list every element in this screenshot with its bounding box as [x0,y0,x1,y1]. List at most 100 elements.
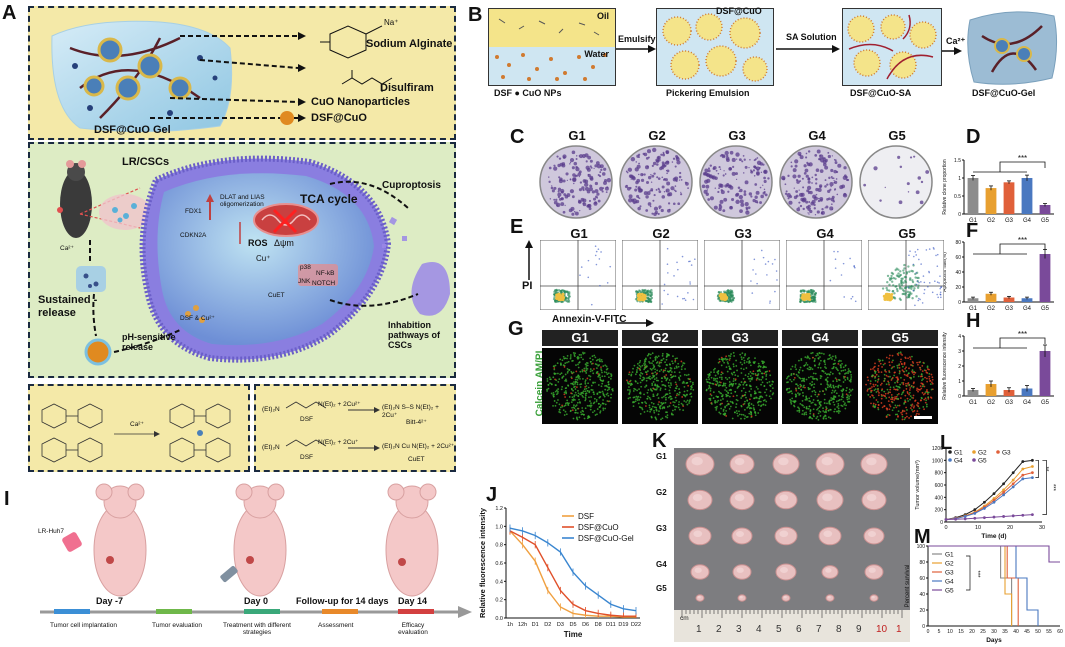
spheroid-cell [757,404,760,407]
spheroid-cell [671,376,673,379]
series-point [963,515,967,518]
spheroid-cell [814,393,817,396]
spheroid-cell [589,357,592,360]
spheroid-cell [817,399,820,402]
spheroid-cell [883,379,886,382]
spheroid-cell [575,386,578,389]
spheroid-cell [877,369,879,372]
spheroid-cell [808,368,810,371]
colony [651,212,654,215]
spheroid-cell [564,362,567,365]
spheroid-cell [849,371,852,374]
colony [750,170,754,174]
spheroid-cell [661,354,664,357]
spheroid-cell [731,384,734,386]
spheroid-cell [931,376,934,379]
spheroid-cell [661,417,664,420]
inhibition-label: Inhabition pathways of CSCs [388,320,441,350]
colony [732,165,735,168]
flow-plot-g4 [786,240,862,310]
spheroid-cell [549,378,552,381]
spheroid-cell [897,392,900,395]
event-scatter [753,258,756,261]
spheroid-cell [917,402,920,405]
colony [715,169,718,172]
colony [577,172,582,176]
spheroid-cell [888,383,890,386]
bar-g4 [1021,298,1033,302]
spheroid-cell [823,360,825,363]
spheroid-cell [586,417,589,420]
event-scatter [919,298,921,301]
spheroid-cell [906,397,909,400]
event-scatter [775,270,778,272]
spheroid-cell [840,370,843,372]
spheroid-cell [678,391,681,394]
spheroid-cell [604,407,607,410]
day-minus-7: Day -7 [96,596,124,606]
y-tick-label: 20 [919,608,925,614]
spheroid-cell [890,394,893,396]
colony [824,165,829,170]
spheroid-cell [793,376,796,379]
spheroid-cell [718,376,721,379]
spheroid-cell [801,369,804,372]
spheroid-cell [872,402,875,405]
spheroid-cell [586,364,589,367]
colony [661,195,666,199]
spheroid-cell [758,364,761,367]
spheroid-cell [546,388,548,391]
spheroid-cell [646,377,648,379]
colony [647,202,652,206]
spheroid-cell [817,412,820,415]
spheroid-cell [563,393,566,396]
spheroid-cell [898,386,901,389]
series-point [1031,465,1034,468]
spheroid-cell [637,395,640,398]
spheroid-cell [811,417,814,420]
spheroid-cell [652,364,655,366]
event-scatter [853,265,855,268]
spheroid-cell [866,376,869,379]
spheroid-cell [885,374,888,377]
spheroid-cell [755,378,758,381]
spheroid-cell [907,372,910,375]
spheroid-cell [835,380,838,383]
legend-label-1: G2 [945,561,954,568]
spheroid-cell [601,380,604,383]
spheroid-cell [908,417,910,419]
spheroid-cell [761,372,764,375]
spheroid-cell [824,372,827,375]
spheroid-g2 [622,348,698,424]
spheroid-cell [597,358,599,361]
spheroid-cell [813,383,816,386]
spheroid-cell [675,366,678,369]
spheroid-cell [577,392,580,395]
colony [735,152,740,157]
spheroid-cell [905,382,907,385]
colony [558,176,561,179]
colony [828,176,831,180]
spheroid-cell [722,382,725,385]
spheroid-cell [728,389,731,391]
colony [652,147,657,153]
spheroid-cell [597,372,600,375]
series-point [973,516,977,520]
spheroid-cell [888,396,891,399]
spheroid-cell [651,362,653,365]
event-core [637,298,641,302]
colony [644,165,650,170]
colony [598,175,602,178]
spheroid-cell [896,380,899,383]
ruler-number: 6 [796,624,802,635]
colony [821,207,824,211]
spheroid-cell [812,399,815,401]
spheroid-cell [891,361,893,364]
colony [566,193,571,198]
spheroid-cell [837,402,840,405]
spheroid-cell [797,375,799,377]
colony [799,180,802,183]
spheroid-cell [722,410,725,412]
colony [790,161,793,164]
y-tick-label: 1200 [932,446,943,452]
